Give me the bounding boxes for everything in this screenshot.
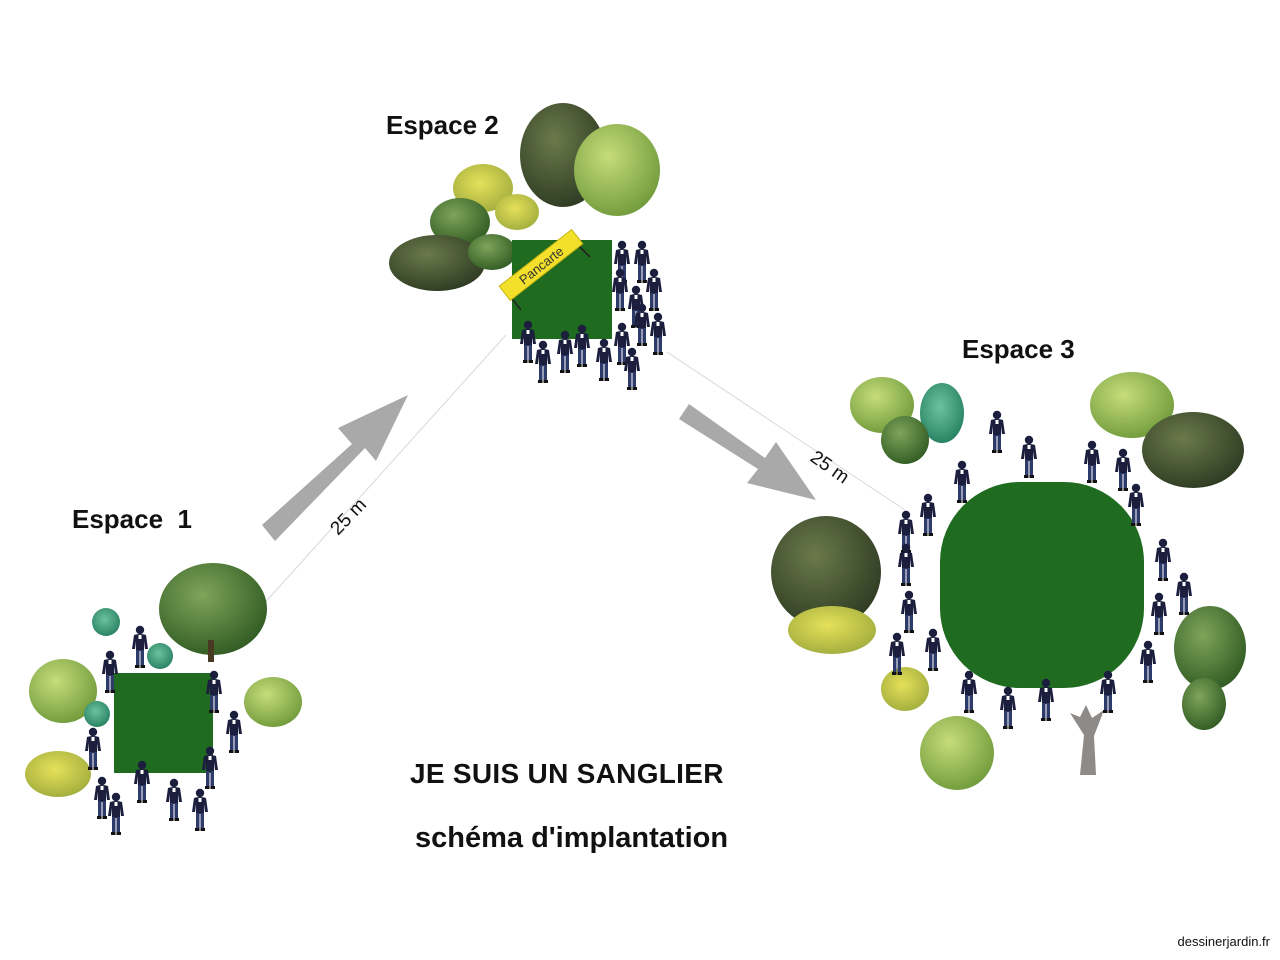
tree-icon: [771, 516, 881, 628]
person-icon: [108, 792, 124, 835]
person-icon: [192, 788, 208, 831]
espace-3-group: [771, 372, 1246, 790]
person-icon: [989, 410, 1005, 453]
person-icon: [634, 240, 650, 283]
small-shrub-icon: [84, 701, 110, 727]
person-icon: [624, 347, 640, 390]
pollard-tree-icon: [1070, 705, 1104, 775]
person-icon: [1155, 538, 1171, 581]
willow-tree-icon: [574, 124, 660, 216]
person-icon: [646, 268, 662, 311]
person-icon: [94, 776, 110, 819]
oak-tree-icon: [1142, 412, 1244, 488]
arrow-2-to-3: [679, 404, 816, 500]
person-icon: [226, 710, 242, 753]
person-icon: [920, 493, 936, 536]
distance-label-2-3: 25 m: [806, 447, 853, 488]
credit-text: dessinerjardin.fr: [1177, 934, 1271, 949]
espace-3-label: Espace 3: [962, 334, 1075, 364]
fruit-tree-icon: [1174, 606, 1246, 690]
diagram-subtitle: schéma d'implantation: [415, 822, 729, 854]
person-icon: [1176, 572, 1192, 615]
espace-1-label: Espace 1: [72, 504, 192, 534]
diagram-title: JE SUIS UN SANGLIER: [410, 758, 724, 789]
arrow-1-to-2: [262, 395, 408, 541]
shrub-icon: [244, 677, 302, 727]
small-shrub-icon: [92, 608, 120, 636]
distance-label-1-2: 25 m: [326, 494, 370, 539]
tree-icon: [430, 198, 490, 246]
small-shrub-icon: [147, 643, 173, 669]
person-icon: [650, 312, 666, 355]
espace-3-trees: [771, 372, 1246, 790]
person-icon: [1084, 440, 1100, 483]
person-icon: [132, 625, 148, 668]
person-icon: [925, 628, 941, 671]
person-icon: [961, 670, 977, 713]
person-icon: [535, 340, 551, 383]
espace-3-lawn: [940, 482, 1144, 688]
person-icon: [1140, 640, 1156, 683]
person-icon: [898, 543, 914, 586]
espace-2-group: Pancarte: [389, 103, 666, 390]
willow-tree-icon: [29, 659, 97, 723]
yellow-shrub-icon: [881, 667, 929, 711]
espace-2-label: Espace 2: [386, 110, 499, 140]
shrub-icon: [881, 416, 929, 464]
tree-icon: [788, 606, 876, 654]
person-icon: [596, 338, 612, 381]
espace-2-trees: [389, 103, 660, 291]
person-icon: [1000, 686, 1016, 729]
espace-1-group: [25, 563, 302, 835]
person-icon: [1151, 592, 1167, 635]
person-icon: [166, 778, 182, 821]
person-icon: [1115, 448, 1131, 491]
distance-lines: [261, 334, 906, 607]
person-icon: [1021, 435, 1037, 478]
sign-board: [498, 228, 584, 302]
round-shrub-icon: [920, 716, 994, 790]
conifer-icon: [920, 383, 964, 443]
tree-icon: [389, 235, 485, 291]
espace-1-lawn: [114, 673, 213, 773]
shrub-icon: [1182, 678, 1226, 730]
espace-1-trees: [25, 563, 302, 797]
willow-tree-icon: [1090, 372, 1174, 438]
shrub-icon: [495, 194, 539, 230]
oak-tree-icon: [159, 563, 267, 655]
shrub-icon: [468, 234, 516, 270]
person-icon: [954, 460, 970, 503]
shrub-icon: [25, 751, 91, 797]
person-icon: [901, 590, 917, 633]
tree-trunk-icon: [208, 640, 214, 662]
